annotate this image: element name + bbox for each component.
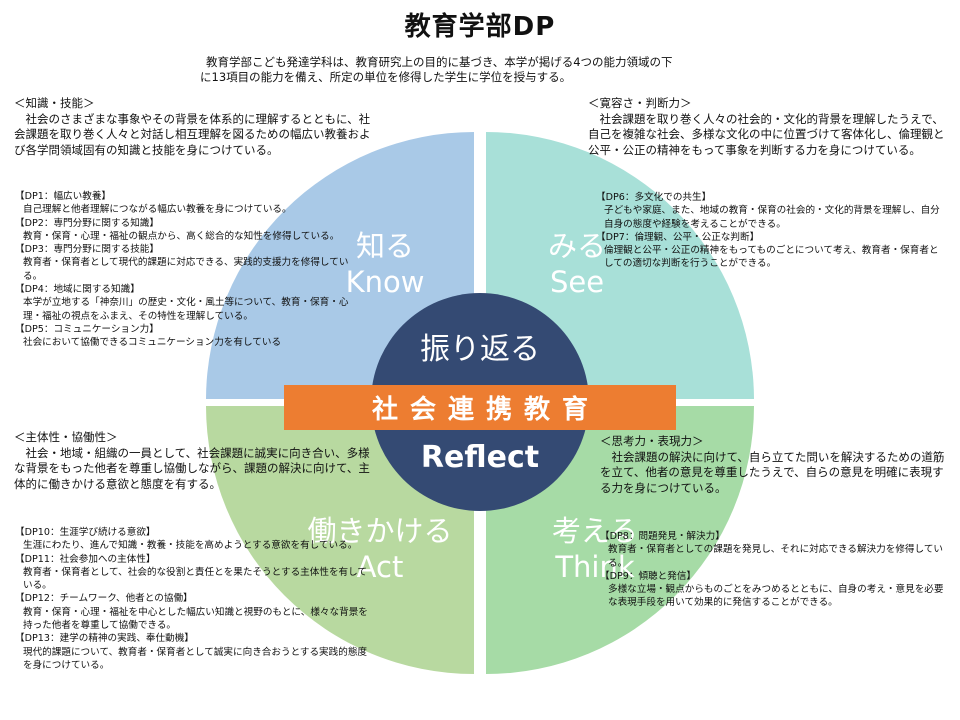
dp-desc: 子どもや家庭、また、地域の教育・保育の社会的・文化的背景を理解し、自分自身の態度… <box>604 205 940 230</box>
dp-item: 【DP7：倫理観、公平・公正な判断】倫理観と公平・公正の精神をもってものごとにつ… <box>596 231 944 271</box>
dp-desc: 現代的課題について、教育者・保育者として誠実に向き合おうとする実践的態度を身につ… <box>23 646 368 671</box>
dp-title: 【DP6：多文化での共生】 <box>596 192 712 203</box>
dp-item: 【DP11：社会参加への主体性】教育者・保育者として、社会的な役割と責任とを果た… <box>15 553 370 593</box>
see-description: ＜寛容さ・判断力＞ 社会課題を取り巻く人々の社会的・文化的背景を理解したうえで、… <box>588 96 948 158</box>
think-label-en: Think <box>555 550 635 584</box>
dp-title: 【DP3：専門分野に関する技能】 <box>15 244 159 256</box>
dp-desc: 多様な立場・観点からものごとをみつめるとともに、自身の考え・意見を必要な表現手段… <box>608 584 944 609</box>
think-description: ＜思考力・表現力＞ 社会課題の解決に向けて、自ら立てた問いを解決するための道筋を… <box>600 434 946 496</box>
know-label-en: Know <box>345 265 425 299</box>
dp-desc: 教育・保育・心理・福祉の観点から、高く総合的な知性を修得している。 <box>23 230 340 242</box>
see-dp-list: 【DP6：多文化での共生】子どもや家庭、また、地域の教育・保育の社会的・文化的背… <box>596 191 944 271</box>
dp-desc: 教育者・保育者として現代的課題に対応できる、実践的支援力を修得している。 <box>23 257 349 282</box>
dp-title: 【DP10：生涯学び続ける意欲】 <box>15 527 156 538</box>
dp-desc: 教育者・保育者としての課題を発見し、それに対応できる解決力を修得している。 <box>608 544 944 569</box>
dp-desc: 社会において協働できるコミュニケーション力を有している <box>23 337 282 349</box>
know-dp-list: 【DP1：幅広い教養】自己理解と他者理解につながる幅広い教養を身につけている。【… <box>15 190 365 350</box>
dp-desc: 本学が立地する「神奈川」の歴史・文化・風土等について、教育・保育・心理・福祉の視… <box>23 297 349 322</box>
act-dp-list: 【DP10：生涯学び続ける意欲】生涯にわたり、進んで知識・教養・技能を高めようと… <box>15 526 370 672</box>
see-label-en: See <box>549 265 605 299</box>
know-label: 知る Know <box>300 228 470 300</box>
see-label: みる See <box>497 228 657 300</box>
dp-title: 【DP5：コミュニケーション力】 <box>15 323 159 335</box>
dp-item: 【DP3：専門分野に関する技能】教育者・保育者として現代的課題に対応できる、実践… <box>15 243 365 283</box>
dp-item: 【DP6：多文化での共生】子どもや家庭、また、地域の教育・保育の社会的・文化的背… <box>596 191 944 231</box>
know-heading: ＜知識・技能＞ <box>14 96 95 110</box>
dp-title: 【DP4：地域に関する知識】 <box>15 284 140 296</box>
dp-title: 【DP1：幅広い教養】 <box>15 191 112 202</box>
intro-line-2: に13項目の能力を備え、所定の単位を修得した学生に学位を授与する。 <box>200 70 572 84</box>
act-description: ＜主体性・協働性＞ 社会・地域・組織の一員として、社会課題に誠実に向き合い、多様… <box>14 430 376 492</box>
see-heading: ＜寛容さ・判断力＞ <box>588 96 692 110</box>
know-desc: 社会のさまざまな事象やその背景を体系的に理解するとともに、社会課題を取り巻く人々… <box>14 111 371 157</box>
act-heading: ＜主体性・協働性＞ <box>14 430 118 444</box>
dp-item: 【DP12：チームワーク、他者との協働】教育・保育・心理・福祉を中心とした幅広い… <box>15 592 370 632</box>
dp-desc: 教育者・保育者として、社会的な役割と責任とを果たそうとする主体性を有している。 <box>23 566 368 592</box>
dp-desc: 倫理観と公平・公正の精神をもってものごとについて考え、教育者・保育者としての適切… <box>604 245 939 270</box>
dp-title: 【DP9：傾聴と発信】 <box>600 570 697 582</box>
dp-item: 【DP5：コミュニケーション力】社会において協働できるコミュニケーション力を有し… <box>15 323 365 350</box>
dp-desc: 生涯にわたり、進んで知識・教養・技能を高めようとする意欲を有している。 <box>23 540 358 552</box>
dp-desc: 教育・保育・心理・福祉を中心とした幅広い知識と視野のもとに、様々な背景を持った他… <box>23 606 368 632</box>
intro-text: 教育学部こども発達学科は、教育研究上の目的に基づき、本学が掲げる4つの能力領域の… <box>200 55 806 85</box>
think-heading: ＜思考力・表現力＞ <box>600 434 704 448</box>
reflect-label-jp: 振り返る <box>420 332 540 367</box>
think-label-jp: 考える <box>551 514 639 548</box>
dp-item: 【DP10：生涯学び続ける意欲】生涯にわたり、進んで知識・教養・技能を高めようと… <box>15 526 370 553</box>
think-desc: 社会課題の解決に向けて、自ら立てた問いを解決するための道筋を立て、他者の意見を尊… <box>600 449 945 495</box>
dp-title: 【DP12：チームワーク、他者との協働】 <box>15 593 193 605</box>
dp-item: 【DP9：傾聴と発信】多様な立場・観点からものごとをみつめるとともに、自身の考え… <box>600 570 946 610</box>
know-description: ＜知識・技能＞ 社会のさまざまな事象やその背景を体系的に理解するとともに、社会課… <box>14 96 374 158</box>
think-dp-list: 【DP8：問題発見・解決力】教育者・保育者としての課題を発見し、それに対応できる… <box>600 530 946 610</box>
dp-title: 【DP8：問題発見・解決力】 <box>600 531 725 542</box>
dp-item: 【DP2：専門分野に関する知識】教育・保育・心理・福祉の観点から、高く総合的な知… <box>15 217 365 244</box>
dp-item: 【DP1：幅広い教養】自己理解と他者理解につながる幅広い教養を身につけている。 <box>15 190 365 217</box>
see-label-jp: みる <box>547 229 606 263</box>
think-label: 考える Think <box>520 513 670 585</box>
social-collaboration-banner: 社会連携教育 <box>284 385 676 430</box>
act-label-en: Act <box>356 550 404 584</box>
see-desc: 社会課題を取り巻く人々の社会的・文化的背景を理解したうえで、自己を複雑な社会、多… <box>588 111 945 157</box>
act-label-jp: 働きかける <box>307 514 453 548</box>
intro-line-1: 教育学部こども発達学科は、教育研究上の目的に基づき、本学が掲げる4つの能力領域の… <box>206 55 673 69</box>
act-desc: 社会・地域・組織の一員として、社会課題に誠実に向き合い、多様な背景をもった他者を… <box>14 445 370 491</box>
act-label: 働きかける Act <box>290 513 470 585</box>
dp-title: 【DP11：社会参加への主体性】 <box>15 553 156 565</box>
dp-item: 【DP4：地域に関する知識】本学が立地する「神奈川」の歴史・文化・風土等について… <box>15 283 365 323</box>
know-label-jp: 知る <box>355 229 414 263</box>
dp-item: 【DP13：建学の精神の実践、奉仕動機】現代的課題について、教育者・保育者として… <box>15 632 370 672</box>
dp-desc: 自己理解と他者理解につながる幅広い教養を身につけている。 <box>23 204 292 216</box>
page-title: 教育学部DP <box>404 12 556 42</box>
dp-item: 【DP8：問題発見・解決力】教育者・保育者としての課題を発見し、それに対応できる… <box>600 530 946 570</box>
dp-title: 【DP7：倫理観、公平・公正な判断】 <box>596 231 760 243</box>
reflect-label-en: Reflect <box>420 440 540 475</box>
dp-title: 【DP13：建学の精神の実践、奉仕動機】 <box>15 633 194 645</box>
dp-title: 【DP2：専門分野に関する知識】 <box>15 217 159 229</box>
